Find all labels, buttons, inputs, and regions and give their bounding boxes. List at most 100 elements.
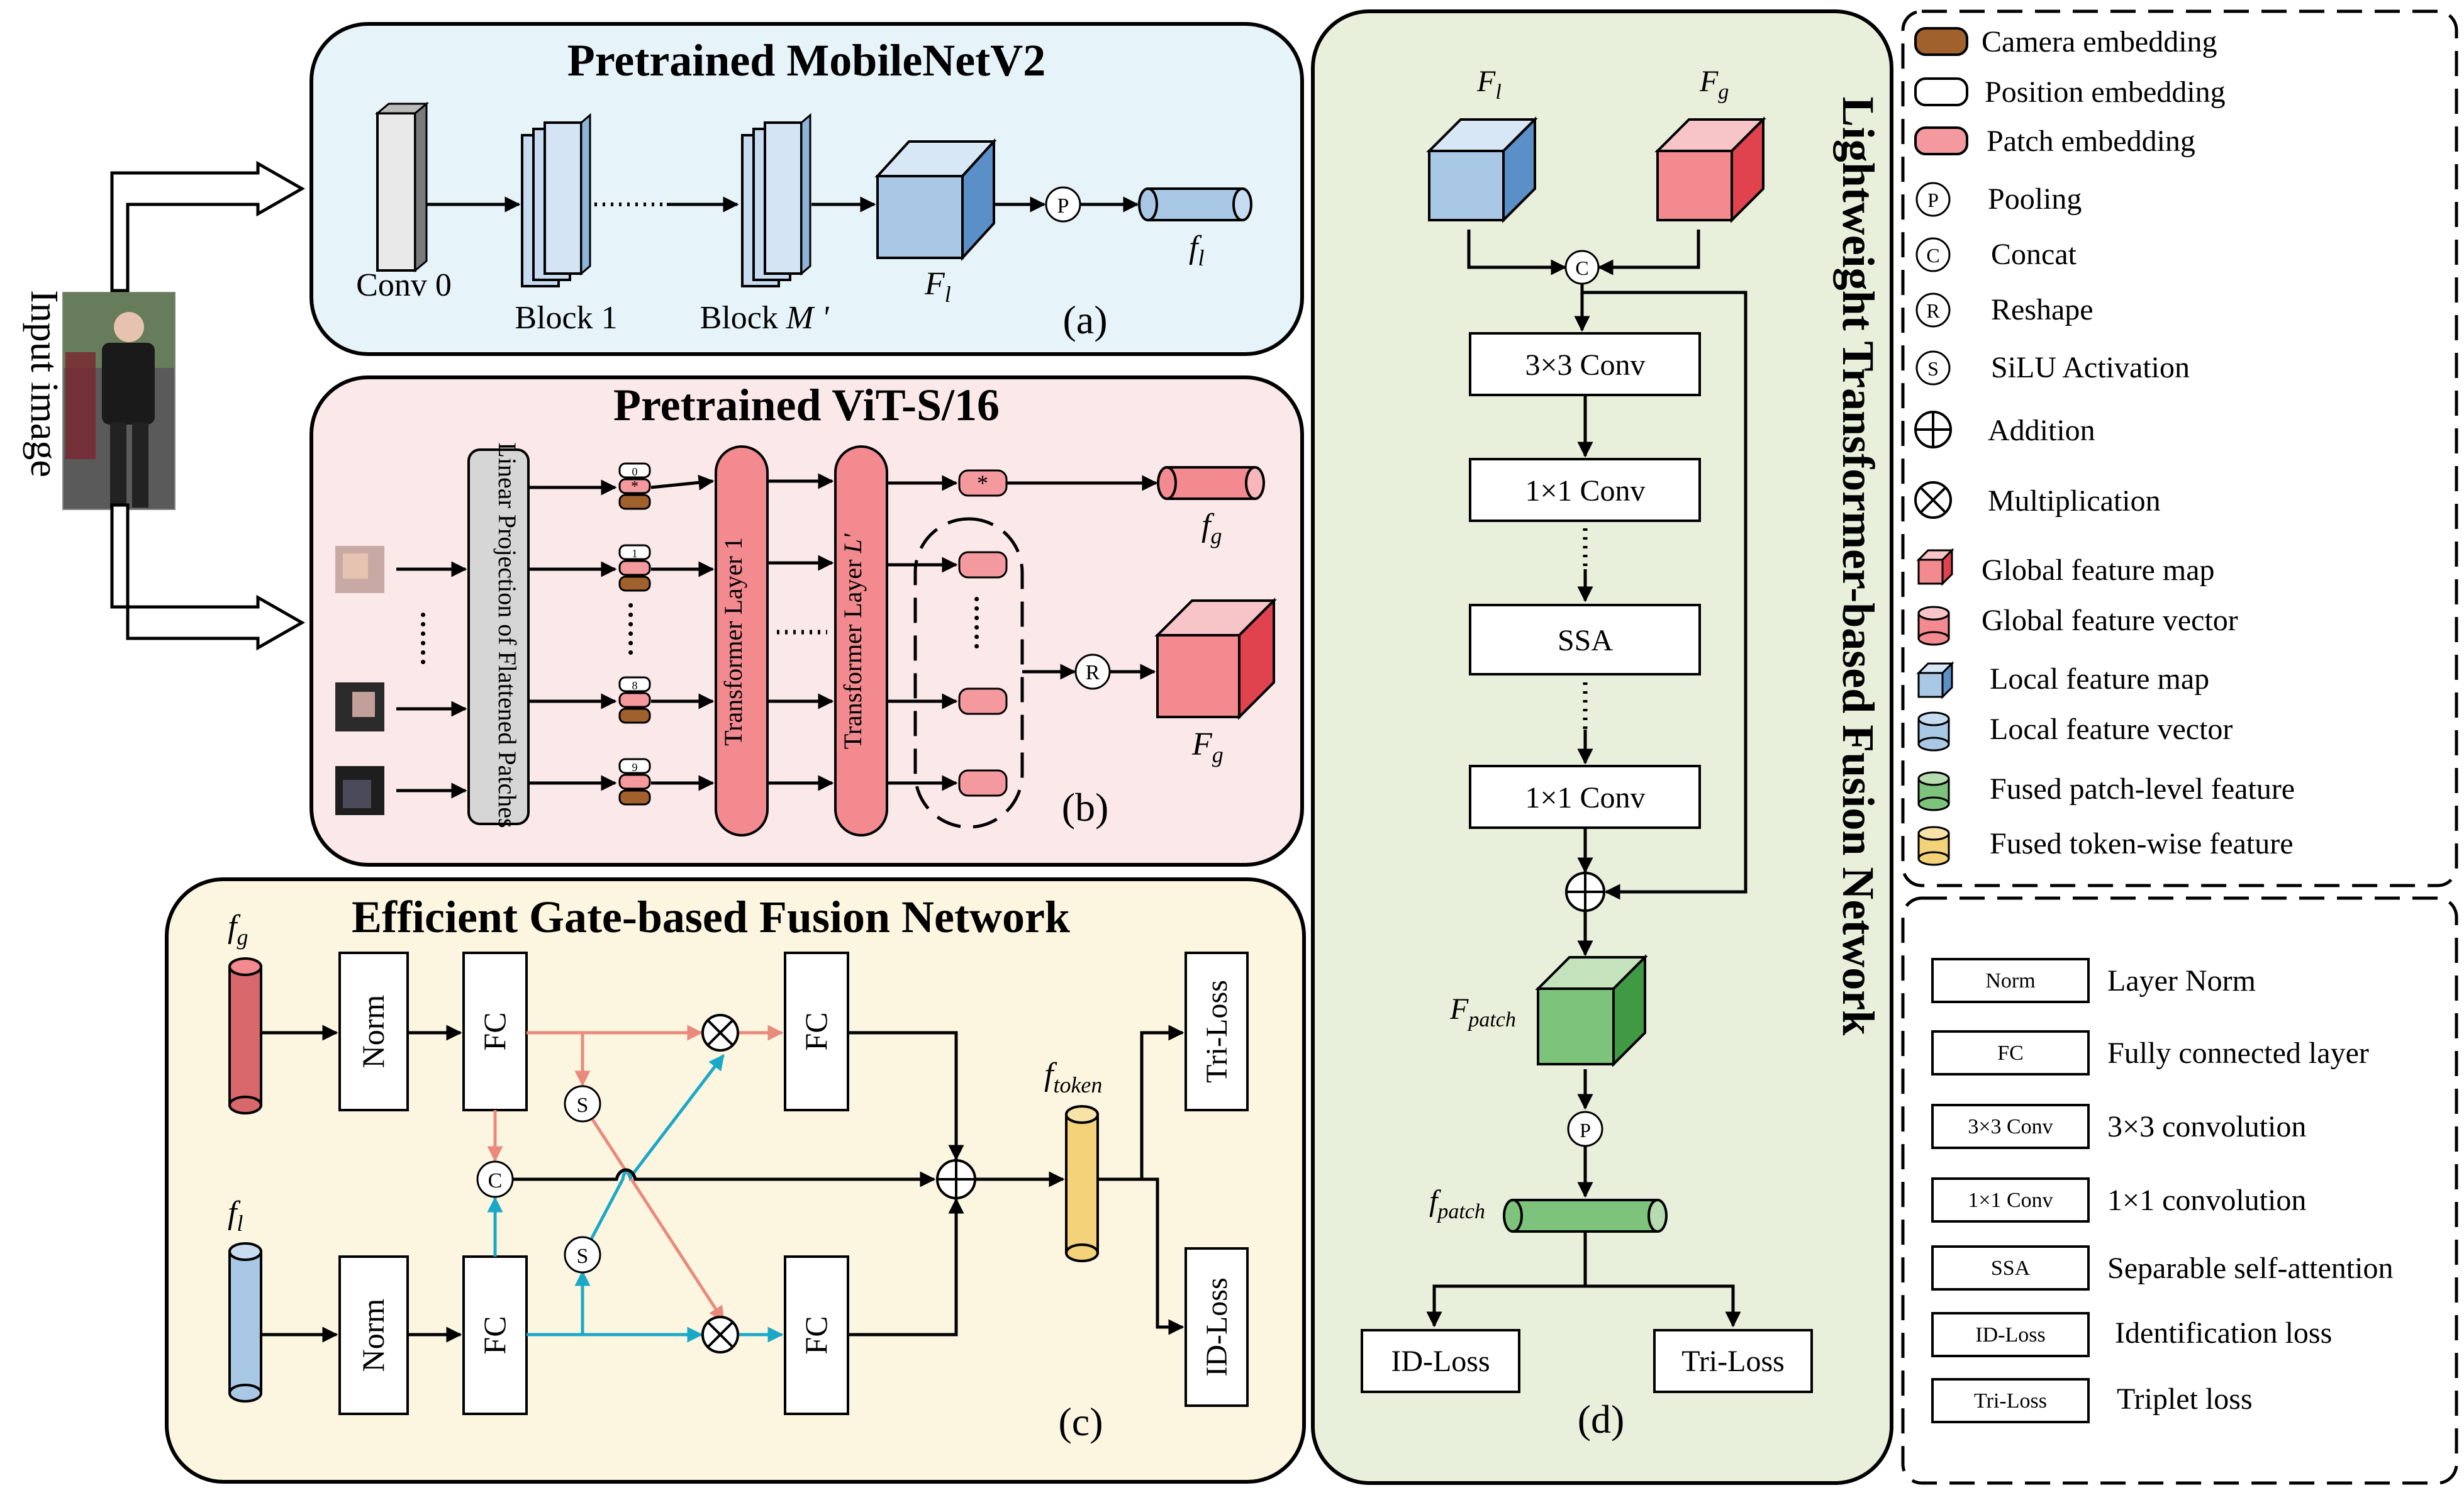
output-patch-8: [958, 687, 1008, 715]
global-feature-map-cube-d: [1654, 116, 1766, 223]
global-vector-legend-icon: [1917, 606, 1950, 646]
legend-ssa-box: [1931, 1245, 2090, 1291]
addition-icon-c: [936, 1159, 976, 1199]
legend-conv1-box-text: 1×1 Conv: [1968, 1189, 2053, 1212]
norm-label-bottom: Norm: [355, 1299, 391, 1372]
idloss-label-c: ID-Loss: [1200, 1277, 1234, 1376]
input-arrow-top: [110, 160, 306, 292]
input-patches: ......: [335, 546, 455, 815]
silu-label-top: S: [577, 1094, 589, 1117]
blockM-label: Block M ': [700, 300, 830, 336]
position-embedding-icon: [1914, 77, 1968, 106]
arrow-Fg-concat: [1597, 230, 1700, 275]
token-dots: ......: [621, 601, 662, 657]
output-patch-dots: ......: [967, 594, 1008, 651]
conv1a-label: 1×1 Conv: [1525, 474, 1645, 508]
legend-triloss-box: [1931, 1378, 2090, 1423]
ssa-label: SSA: [1558, 624, 1613, 657]
arrow-ftoken-idloss: [1142, 1177, 1185, 1335]
silu-legend-letter: S: [1927, 357, 1939, 380]
token-cls-mark: *: [631, 479, 638, 495]
multiplication-icon-top: [701, 1014, 739, 1052]
legend-fc-label: Fully connected layer: [2107, 1036, 2369, 1070]
legend-norm-label: Layer Norm: [2107, 964, 2256, 998]
legend-fused-patch-label: Fused patch-level feature: [1990, 772, 2295, 806]
legend-norm-box-text: Norm: [1985, 969, 2035, 992]
addition-legend-icon: [1914, 411, 1952, 448]
skip-connection: [1582, 291, 1748, 900]
global-feature-vector-b: [1157, 466, 1265, 500]
patch-token-group: [913, 517, 1024, 829]
patch-dots-vertical: ......: [413, 610, 455, 667]
Fg-label-b: Fg: [1191, 726, 1224, 767]
conv1a-box: [1469, 458, 1701, 522]
addition-icon-d: [1565, 872, 1605, 912]
token-stack-1: [618, 544, 651, 592]
idloss-box-d: [1361, 1329, 1520, 1393]
arrow-ftoken-triloss: [1098, 1025, 1185, 1181]
legend-idloss-box-text: ID-Loss: [1975, 1323, 2045, 1347]
local-vector-legend-icon: [1917, 711, 1950, 752]
legend-concat-label: Concat: [1991, 238, 2077, 271]
legend-conv3-box: [1931, 1104, 2090, 1149]
transformer-layer-L: [834, 445, 888, 836]
arrow-fpatch-triloss: [1585, 1284, 1741, 1328]
legend-reshape-label: Reshape: [1991, 293, 2093, 326]
camera-embedding-icon: [1914, 27, 1968, 56]
norm-label-top: Norm: [355, 995, 391, 1069]
legend-multiplication-label: Multiplication: [1988, 484, 2161, 518]
local-feature-vector-c: [228, 1242, 262, 1403]
legend-triloss-label: Triplet loss: [2117, 1382, 2253, 1416]
panel-d-tag: (d): [1578, 1397, 1625, 1442]
local-feature-map-cube-d: [1426, 116, 1538, 223]
fpatch-label: fpatch: [1429, 1184, 1485, 1223]
legend-fc-box-text: FC: [1997, 1042, 2024, 1065]
legend-boxes: Norm Layer Norm FC Fully connected layer…: [1901, 896, 2458, 1485]
fc-label-bottom-left: FC: [477, 1316, 512, 1354]
concat-legend-letter: C: [1926, 244, 1939, 267]
legend-idloss-label: Identification loss: [2115, 1316, 2332, 1350]
concat-label-c: C: [488, 1169, 503, 1192]
fused-patch-legend-icon: [1917, 771, 1950, 811]
panel-b-vit: Pretrained ViT-S/16 ...... Linear Projec…: [309, 375, 1304, 867]
Fl-label-d: Fl: [1476, 65, 1502, 104]
conv1b-label: 1×1 Conv: [1525, 781, 1645, 814]
multiplication-legend-icon: [1914, 481, 1952, 519]
fc-box-top-right: [784, 952, 849, 1111]
legend-norm-box: [1931, 958, 2090, 1003]
legend-global-map-label: Global feature map: [1982, 553, 2215, 587]
token-label-1: 1: [632, 547, 638, 560]
arrow-t0-tl1: [650, 474, 715, 491]
conv0-label: Conv 0: [356, 267, 452, 303]
output-cls-mark: *: [977, 470, 988, 496]
token-stack-9: [618, 758, 651, 806]
pool-label: P: [1057, 194, 1069, 218]
concat-legend-icon: [1915, 237, 1951, 272]
input-person-image: [62, 292, 176, 510]
fused-token-legend-icon: [1917, 826, 1950, 866]
legend-local-vector-label: Local feature vector: [1990, 713, 2233, 746]
local-feature-vector: [1138, 187, 1252, 221]
reshape-label: R: [1086, 661, 1100, 684]
local-map-legend-icon: [1916, 661, 1954, 699]
legend-fc-box: [1931, 1030, 2090, 1075]
idloss-label-d: ID-Loss: [1391, 1345, 1490, 1378]
legend-global-vector-label: Global feature vector: [1982, 604, 2238, 637]
token-label-9: 9: [632, 761, 638, 774]
linear-projection-box: [467, 448, 530, 825]
legend-conv3-label: 3×3 convolution: [2107, 1110, 2306, 1143]
blockM-layer: [741, 113, 811, 287]
legend-conv1-box: [1931, 1177, 2090, 1223]
fused-patch-vector: [1503, 1199, 1668, 1233]
panel-d-transformer-fusion: Lightweight Transformer-based Fusion Net…: [1311, 9, 1893, 1485]
fused-patch-map-cube: [1535, 954, 1648, 1067]
triloss-label-d: Tri-Loss: [1681, 1345, 1785, 1378]
panel-a-tag: (a): [1062, 297, 1107, 342]
norm-box-bottom: [338, 1255, 409, 1415]
concat-label-d: C: [1575, 257, 1588, 279]
fused-token-vector: [1065, 1105, 1099, 1262]
transformer-layer-L-label: Transformer Layer L': [839, 533, 867, 749]
legend-silu-label: SiLU Activation: [1991, 351, 2190, 384]
legend-local-map-label: Local feature map: [1990, 662, 2209, 696]
legend-conv1-label: 1×1 convolution: [2107, 1184, 2306, 1217]
